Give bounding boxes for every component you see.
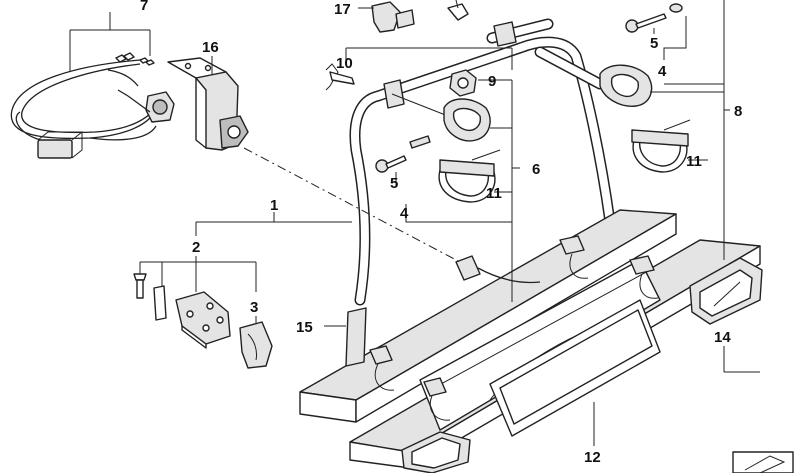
- callout-5-upper: 5: [650, 35, 658, 52]
- frame-holder-clamp-left: [391, 93, 491, 142]
- wheel-clamp-2: [423, 377, 451, 421]
- callout-2: 2: [192, 239, 200, 256]
- frame-holder-clamp-right: [599, 64, 653, 107]
- callout-9: 9: [488, 73, 496, 90]
- strap-right: [631, 119, 691, 173]
- bolt: [133, 273, 147, 299]
- callout-14: 14: [714, 329, 731, 346]
- assembly-dash-line: [243, 147, 461, 263]
- callout-15: 15: [296, 319, 313, 336]
- wheel-clamp-3: [559, 235, 589, 279]
- post-sleeve: [345, 307, 367, 367]
- callout-1: 1: [270, 197, 278, 214]
- connector-plug: [455, 255, 541, 284]
- callout-12: 12: [584, 449, 601, 466]
- callout-16: 16: [202, 39, 219, 56]
- callout-11-left: 11: [486, 185, 502, 202]
- tail-light-left: [401, 431, 471, 473]
- screw-upper: [625, 3, 683, 33]
- carrier-platform: [299, 209, 761, 469]
- callout-labels: 7 16 17 10 9 5 4 8 6 5 4 11 11 1 2 3 15 …: [140, 0, 742, 466]
- bike-frame-hoop: [349, 18, 616, 306]
- license-plate-holder: [489, 299, 661, 437]
- callout-4-lower: 4: [400, 205, 409, 222]
- callout-7: 7: [140, 0, 148, 14]
- leader-lines: [69, 0, 760, 446]
- wheel-clamp-1: [369, 345, 395, 391]
- wiring-harness: [10, 52, 175, 159]
- callout-17: 17: [334, 1, 351, 18]
- spacer-plate: [153, 285, 167, 321]
- knob-nut: [449, 69, 477, 97]
- wheel-clamp-4: [629, 255, 659, 299]
- mounting-bracket: [167, 57, 249, 151]
- callout-5-lower: 5: [390, 175, 398, 192]
- callout-3: 3: [250, 299, 258, 316]
- strap-left: [438, 149, 501, 203]
- end-cap: [239, 321, 273, 369]
- screw-lower: [375, 135, 431, 173]
- pin-top: [447, 0, 469, 21]
- callout-8: 8: [734, 103, 742, 120]
- pin-10: [325, 63, 355, 91]
- lock-plate: [175, 291, 231, 349]
- reference-symbol: [732, 451, 794, 473]
- tail-light-right: [689, 257, 763, 325]
- callout-6: 6: [532, 161, 540, 178]
- clip-17: [371, 1, 415, 33]
- callout-4-upper: 4: [658, 63, 667, 80]
- callout-11-right: 11: [686, 153, 702, 170]
- callout-10: 10: [336, 55, 353, 72]
